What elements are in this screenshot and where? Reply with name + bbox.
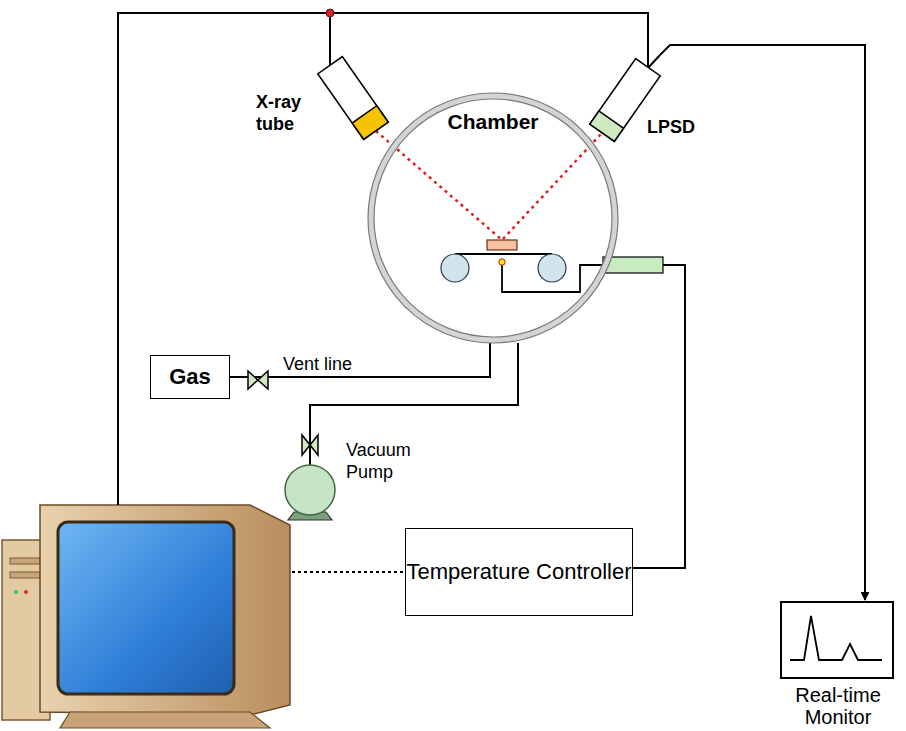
node-outline-part-part [352, 106, 388, 140]
pipe-line [230, 343, 490, 377]
node-label: LPSD [647, 117, 703, 139]
temperature-controller: Temperature Controller [405, 528, 633, 616]
node-outline-part-part [318, 57, 388, 140]
computer-icon-part [10, 572, 40, 578]
sample-stage-part [441, 254, 469, 282]
node-label: Vacuum Pump [346, 440, 428, 483]
gas-box: Gas [150, 355, 230, 399]
computer-icon-part [60, 712, 270, 728]
node-outline-part [318, 57, 388, 140]
node-label: Gas [169, 364, 211, 390]
node-outline-part [790, 616, 882, 660]
gas-valve-part [248, 371, 268, 389]
pipe-line [330, 13, 648, 55]
computer-icon-part [14, 590, 18, 594]
computer-icon-part [24, 590, 28, 594]
node-outline-part [285, 465, 335, 515]
lpsd-detector: LPSD [585, 55, 705, 155]
sample-stage-part [502, 262, 603, 292]
sample-stage-part [455, 253, 552, 255]
node-label: Temperature Controller [407, 559, 632, 585]
x-ray-beam [376, 131, 602, 240]
node-outline-part [309, 432, 311, 465]
node-label: X-ray tube [256, 92, 326, 135]
node-outline-part [648, 55, 660, 68]
node-outline-part-part [590, 111, 624, 141]
pipe-line [618, 265, 685, 568]
computer-icon [2, 505, 290, 728]
gas-valve [248, 371, 268, 389]
computer-icon-part [58, 522, 234, 694]
control-wire [118, 13, 330, 505]
computer-icon-part [10, 558, 40, 564]
junction-dot [326, 9, 334, 17]
node-label: Real-time Monitor [778, 684, 898, 728]
node-outline-part [781, 602, 893, 678]
sample-stage-part [487, 240, 517, 250]
vacuum-chamber: Chamber [368, 93, 618, 343]
line-label: Vent line [280, 354, 355, 375]
sample-stage-part [538, 254, 566, 282]
sample-stage-part [603, 257, 663, 273]
node-outline-part [374, 99, 612, 337]
sample-stage-part [499, 259, 505, 265]
vacuum-pump: Vacuum Pump [280, 432, 430, 522]
data-link [292, 571, 405, 573]
computer-icon-part [40, 505, 290, 715]
sample-stage [441, 240, 663, 292]
node-outline [585, 55, 705, 155]
x-ray-tube: X-ray tube [252, 52, 377, 152]
node-outline-part [368, 93, 618, 343]
real-time-monitor: Real-time Monitor [778, 600, 898, 728]
node-label: Chamber [368, 109, 618, 134]
node-outline-part [302, 435, 318, 455]
